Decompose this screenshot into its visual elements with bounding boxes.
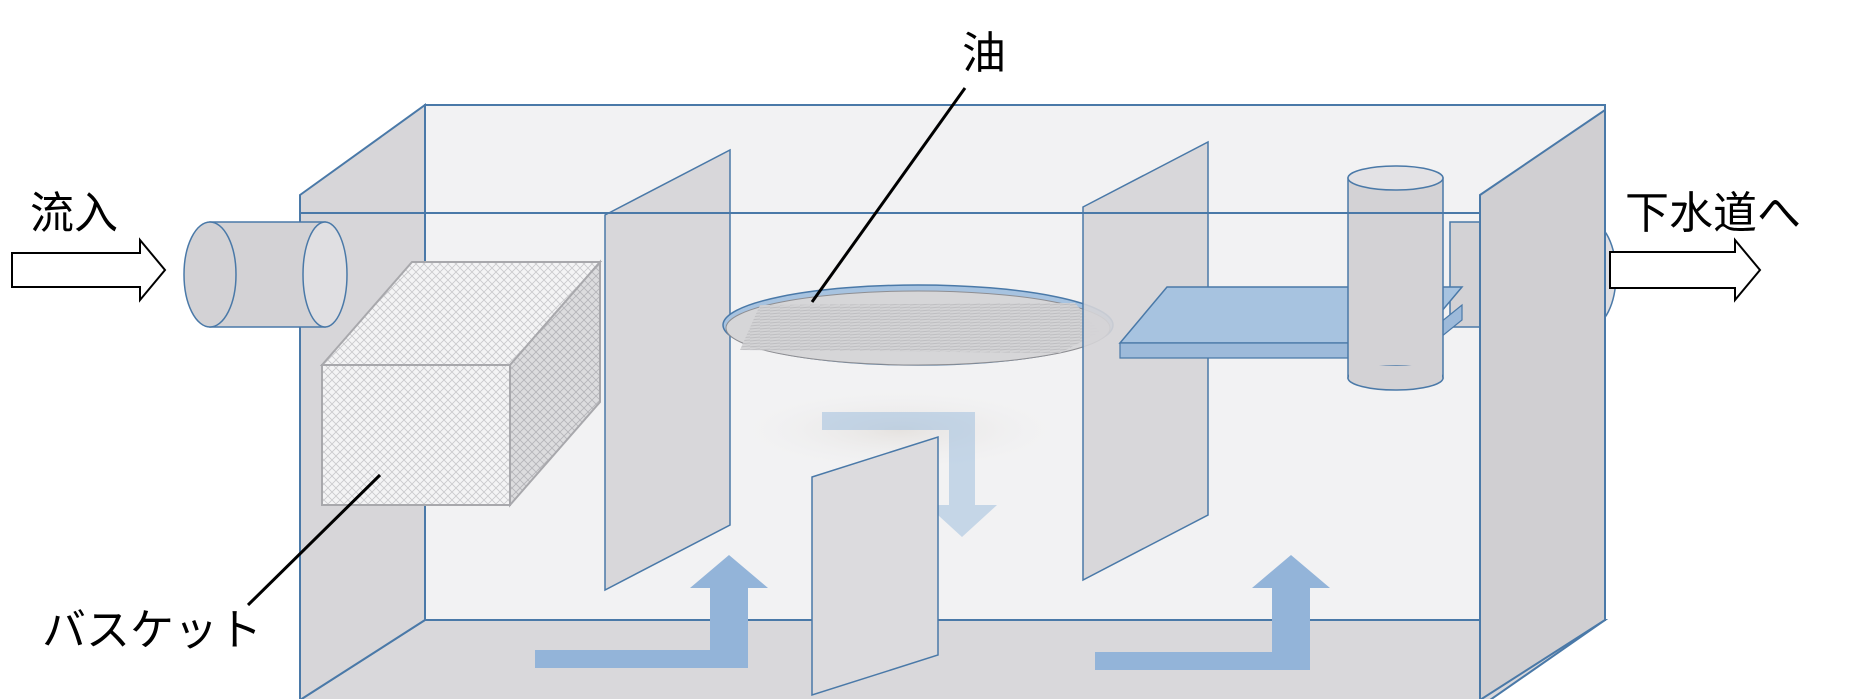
basket-label: バスケット (42, 605, 262, 656)
baffle-plate-1 (604, 148, 731, 592)
tank-front-outline (300, 212, 1481, 699)
inflow-label: 流入 (30, 188, 118, 239)
outflow-arrow-icon (1609, 237, 1762, 303)
tank-floor (299, 619, 1609, 699)
basket (319, 259, 603, 508)
outlet-vertical-pipe (1347, 165, 1444, 391)
inflow-arrow-icon (11, 237, 167, 303)
basket-leader-line (246, 473, 382, 607)
downflow-arrow (822, 412, 997, 537)
inlet-pipe (183, 221, 348, 328)
upflow-arrow-left (535, 555, 768, 668)
tank-right-wall (1479, 108, 1606, 699)
baffle-plate-middle (811, 435, 939, 697)
oil-label: 油 (962, 28, 1006, 79)
baffle-plate-2 (1082, 140, 1209, 582)
oil-leader-line (810, 87, 967, 303)
outflow-label: 下水道へ (1625, 188, 1801, 239)
oil-layer (722, 284, 1114, 366)
upflow-arrow-right (1095, 555, 1330, 670)
